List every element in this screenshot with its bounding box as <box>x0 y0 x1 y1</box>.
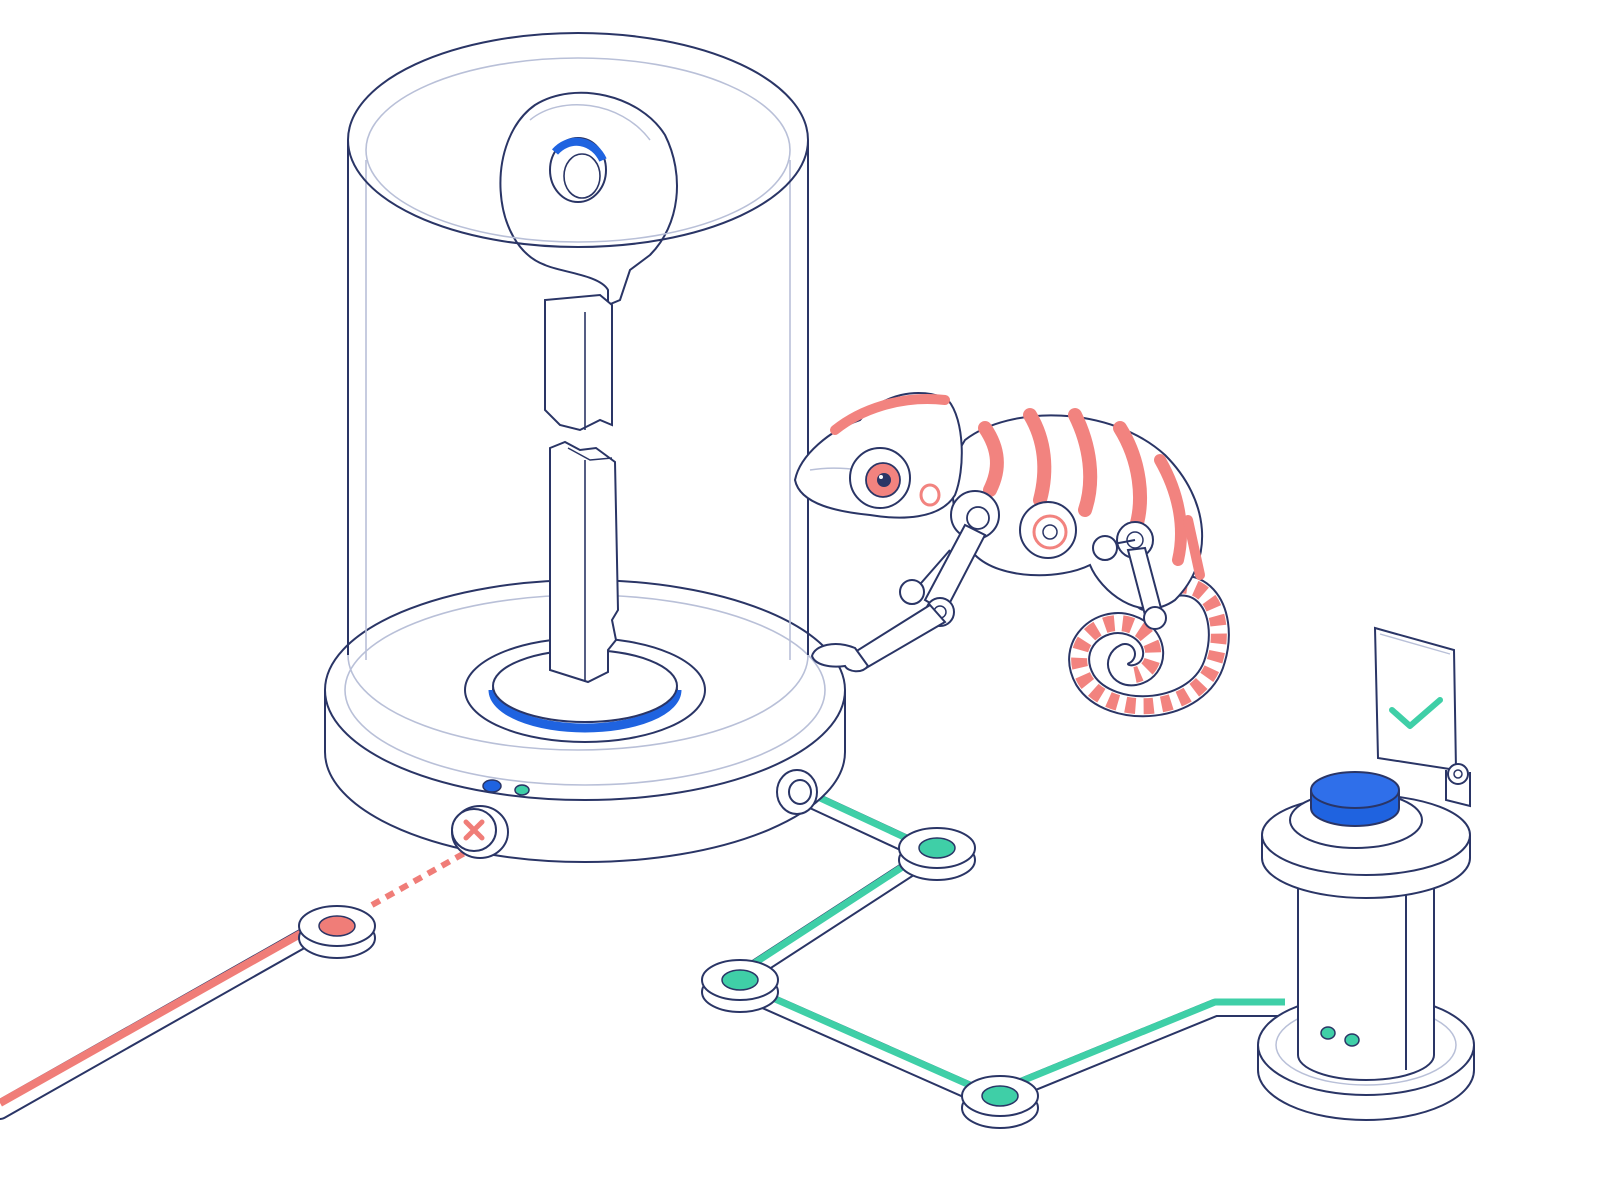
chameleon-stripes <box>978 408 1205 580</box>
checkmark-icon <box>1389 697 1443 729</box>
chameleon-eye <box>849 447 911 509</box>
success-panel <box>1373 626 1471 808</box>
chameleon-hand <box>810 643 870 673</box>
chameleon-tail <box>1068 574 1230 718</box>
green-node-2 <box>701 959 779 1013</box>
red-node <box>298 905 376 959</box>
chameleon-front-arm <box>810 523 987 673</box>
fail-connector <box>451 805 509 859</box>
red-dashed-line <box>370 847 472 908</box>
key-shaft-lower <box>549 440 620 684</box>
red-line <box>0 920 320 1107</box>
green-node-3 <box>961 1075 1039 1129</box>
key-slot-blue-light <box>488 689 682 733</box>
robot-chameleon <box>793 392 1230 718</box>
button-pedestal <box>1257 626 1475 1121</box>
green-node-1 <box>898 827 976 881</box>
confirm-button[interactable] <box>1310 771 1400 827</box>
status-dot-blue <box>482 779 502 793</box>
key-shaft-upper <box>544 293 613 432</box>
key-hole-blue-arc <box>551 137 607 162</box>
pedestal-dot-1 <box>1320 1026 1336 1040</box>
glass-cylinder <box>347 32 809 751</box>
hip-joint <box>1019 501 1077 559</box>
pedestal-dot-2 <box>1344 1033 1360 1047</box>
success-path <box>701 780 1285 1129</box>
cross-icon <box>463 819 485 841</box>
status-dot-green <box>514 784 530 796</box>
success-connector <box>776 769 818 815</box>
broken-key <box>499 91 678 684</box>
chameleon-rear-leg <box>1092 535 1167 630</box>
failed-path <box>0 847 472 1120</box>
